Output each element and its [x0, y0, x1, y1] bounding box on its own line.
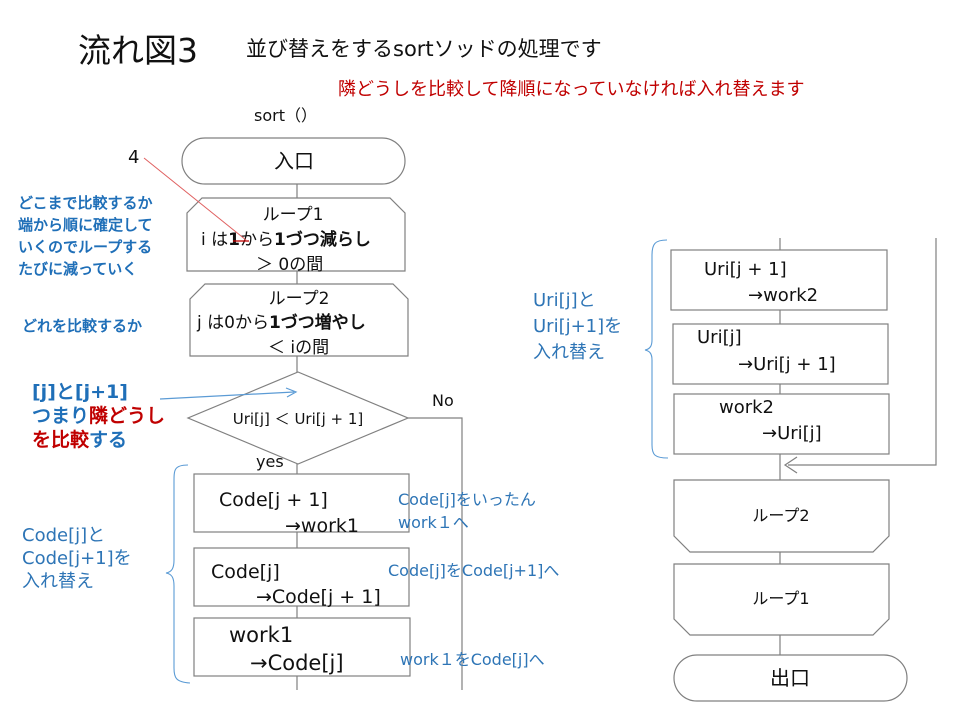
decision-diamond: Uri[j] ＜ Uri[j + 1]	[186, 371, 410, 465]
loop2-line3: ＜ iの間	[268, 338, 329, 358]
code-step-3-line2: →Code[j]	[250, 651, 344, 675]
note-code-tmp-2: work１へ	[398, 513, 469, 532]
note-how-far-3: いくのでループする	[18, 238, 152, 256]
loop2-end-label: ループ2	[752, 506, 809, 525]
code-step-2-line2: →Code[j + 1]	[256, 586, 381, 608]
loop2-line1: ループ2	[269, 289, 330, 309]
note-code-tmp-1: Code[j]をいったん	[398, 490, 536, 509]
loop2-start: ループ2 j は0から1づつ増やし ＜ iの間	[189, 283, 409, 358]
function-name: sort（）	[254, 106, 317, 125]
start-terminal: 入口	[181, 137, 406, 185]
red-pointer-line	[143, 157, 247, 241]
uri-step-1: Uri[j + 1] →work2	[670, 249, 888, 311]
uri-step-3-line1: work2	[719, 397, 774, 418]
loop1-start: ループ1 i は1から1づつ減らし ＞ 0の間	[186, 197, 406, 275]
uri-step-3: work2 →Uri[j]	[673, 393, 890, 455]
note-compare-a: [j]と[j+1]	[32, 381, 128, 403]
no-label: No	[432, 391, 454, 410]
compare-arrowhead	[285, 387, 298, 398]
note-swap-code-2: Code[j+1]を	[22, 548, 132, 569]
left-brace	[165, 464, 191, 684]
loop2-end: ループ2	[673, 479, 890, 553]
note-which: どれを比較するか	[22, 317, 142, 335]
yes-label: yes	[256, 452, 284, 471]
code-step-1: Code[j + 1] →work1	[193, 473, 410, 537]
end-terminal: 出口	[673, 654, 908, 702]
right-return-line	[788, 238, 937, 466]
uri-step-2-line2: →Uri[j + 1]	[738, 354, 836, 375]
right-brace	[644, 239, 669, 459]
uri-step-2-line1: Uri[j]	[697, 327, 742, 348]
loop1-end: ループ1	[673, 563, 890, 636]
code-step-3-line1: work1	[229, 623, 293, 647]
no-branch-line	[408, 417, 463, 690]
note-how-far: どこまで比較するか 端から順に確定して いくのでループする たびに減っていく	[18, 194, 153, 278]
code-step-1-line2: →work1	[285, 515, 359, 537]
uri-step-1-line1: Uri[j + 1]	[704, 259, 787, 280]
loop1-line1: ループ1	[263, 205, 324, 225]
uri-step-1-line2: →work2	[748, 285, 818, 306]
note-swap-uri-1: Uri[j]と	[533, 290, 596, 311]
loop1-line3: ＞ 0の間	[256, 255, 323, 275]
code-step-2: Code[j] →Code[j + 1]	[193, 547, 410, 608]
note-swap-code: Code[j]と Code[j+1]を 入れ替え	[22, 525, 132, 592]
number-4: 4	[128, 147, 139, 168]
start-label: 入口	[274, 149, 314, 173]
note-swap-uri-3: 入れ替え	[533, 342, 605, 363]
note-compare-c: を比較する	[32, 428, 127, 451]
return-arrowhead	[783, 456, 798, 474]
note-work-move: work１をCode[j]へ	[400, 650, 545, 669]
note-how-far-4: たびに減っていく	[18, 260, 137, 278]
uri-step-2: Uri[j] →Uri[j + 1]	[672, 323, 889, 385]
red-note: 隣どうしを比較して降順になっていなければ入れ替えます	[338, 79, 805, 100]
code-step-3: work1 →Code[j]	[193, 617, 411, 677]
uri-step-3-line2: →Uri[j]	[762, 423, 822, 444]
note-how-far-2: 端から順に確定して	[18, 216, 153, 234]
end-label: 出口	[770, 666, 810, 690]
page-title: 流れ図3	[78, 31, 198, 70]
note-how-far-1: どこまで比較するか	[18, 194, 153, 212]
code-step-1-line1: Code[j + 1]	[219, 489, 328, 511]
loop2-line2: j は0から1づつ増やし	[196, 312, 366, 333]
loop1-end-label: ループ1	[752, 589, 809, 608]
loop1-line2: i は1から1づつ減らし	[201, 229, 371, 250]
decision-text: Uri[j] ＜ Uri[j + 1]	[233, 410, 364, 428]
note-swap-code-3: 入れ替え	[22, 571, 94, 592]
note-code-move: Code[j]をCode[j+1]へ	[388, 561, 559, 580]
note-swap-uri: Uri[j]と Uri[j+1]を 入れ替え	[533, 290, 622, 363]
note-swap-code-1: Code[j]と	[22, 525, 105, 546]
note-swap-uri-2: Uri[j+1]を	[533, 316, 622, 337]
code-step-2-line1: Code[j]	[211, 561, 280, 583]
note-compare: [j]と[j+1] つまり隣どうし を比較する	[32, 381, 165, 451]
note-compare-b: つまり隣どうし	[32, 404, 165, 427]
page-subtitle: 並び替えをするsortソッドの処理です	[246, 37, 602, 61]
compare-arrow-line	[159, 391, 295, 400]
